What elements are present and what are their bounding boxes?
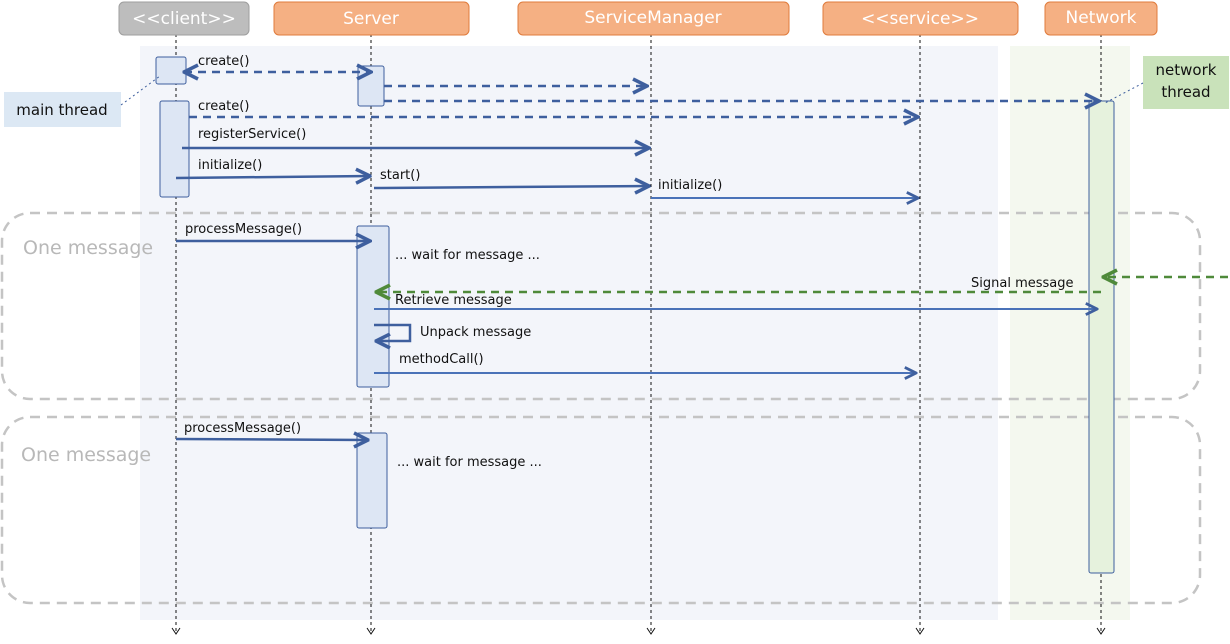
message-retrieve-message-label: Retrieve message [395, 293, 512, 308]
participant-service-manager: ServiceManager [517, 1, 790, 36]
message-process-message-2: processMessage() [175, 421, 368, 440]
message-initialize-server-arrow [175, 176, 370, 178]
message-process-message-1: processMessage() [176, 222, 370, 241]
server-activation-process-1 [356, 225, 390, 388]
client-activation-create [155, 56, 187, 85]
service-manager-lifeline-end [646, 627, 656, 635]
message-method-call-label: methodCall() [399, 352, 484, 367]
client-lifeline-end [171, 627, 181, 635]
participant-client-label: <<client>> [132, 9, 236, 29]
message-unpack-message: Unpack message [374, 323, 531, 341]
message-initialize-server-label: initialize() [198, 158, 262, 173]
one-message-frame-1 [0, 211, 1202, 401]
one-message-frame-1-label: One message [23, 237, 153, 259]
message-unpack-message-arrow [374, 323, 412, 341]
message-unpack-message-label: Unpack message [420, 325, 531, 340]
message-process-message-1-label: processMessage() [185, 222, 302, 237]
lifeline-ends [171, 627, 1106, 635]
activations [155, 56, 1115, 574]
message-register-service: registerService() [182, 127, 649, 148]
participant-server: Server [273, 1, 470, 36]
message-start-arrow [373, 186, 649, 188]
message-create-server: create() [184, 54, 371, 72]
message-register-service-label: registerService() [198, 127, 306, 142]
participant-server-label: Server [343, 9, 399, 29]
message-process-message-2-label: processMessage() [184, 421, 301, 436]
network-thread-note-connector [1104, 82, 1144, 104]
one-message-frame-2-label: One message [21, 444, 151, 466]
server-lifeline-end [366, 627, 376, 635]
main-thread-note: main thread [4, 75, 161, 127]
message-signal-message: Signal message [376, 276, 1101, 292]
network-thread-note: network thread [1104, 56, 1229, 109]
main-thread-note-connector [120, 75, 161, 106]
message-create-service-label: create() [198, 99, 249, 114]
wait-for-message-1: ... wait for message ... [395, 248, 540, 263]
network-lifeline-end [1096, 627, 1106, 635]
message-initialize-service-label: initialize() [658, 178, 722, 193]
main-thread-region [140, 46, 998, 620]
network-thread-note-line1: network [1156, 61, 1217, 79]
network-thread-note-line2: thread [1161, 83, 1210, 101]
message-create-service: create() [189, 99, 918, 117]
message-signal-message-label: Signal message [971, 276, 1074, 291]
message-initialize-server: initialize() [175, 158, 370, 178]
message-start: start() [373, 168, 649, 188]
message-create-server-label: create() [198, 54, 249, 69]
participant-service-manager-label: ServiceManager [584, 8, 721, 28]
network-activation [1088, 100, 1115, 574]
message-retrieve-message: Retrieve message [374, 293, 1097, 309]
message-process-message-2-arrow [175, 439, 368, 440]
service-lifeline-end [915, 627, 925, 635]
participant-client: <<client>> [118, 1, 250, 36]
participant-service-label: <<service>> [861, 9, 979, 29]
participant-network-label: Network [1066, 8, 1137, 28]
main-thread-note-label: main thread [16, 101, 107, 119]
participant-service: <<service>> [822, 1, 1019, 36]
server-activation-process-2 [356, 432, 388, 529]
message-method-call: methodCall() [374, 352, 916, 373]
participant-network: Network [1044, 1, 1158, 36]
message-initialize-service: initialize() [651, 178, 918, 198]
one-message-frame-2 [0, 415, 1202, 605]
message-start-label: start() [380, 168, 420, 183]
wait-for-message-2: ... wait for message ... [397, 455, 542, 470]
